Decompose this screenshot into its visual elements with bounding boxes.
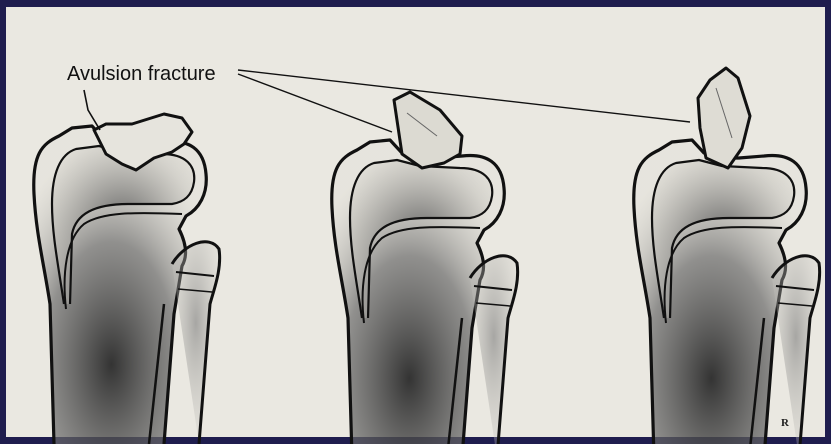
avulsed-fragment-2 [394, 92, 462, 168]
leader-line-1 [84, 90, 100, 130]
artist-signature: R [781, 417, 790, 429]
knee-stage-2 [332, 92, 518, 444]
avulsed-fragment-3 [698, 68, 750, 168]
leader-line-3 [238, 70, 690, 122]
leader-line-2 [238, 74, 392, 132]
knee-stage-1 [34, 114, 220, 444]
knee-stage-3 [634, 68, 820, 444]
avulsion-fracture-label: Avulsion fracture [67, 63, 216, 85]
